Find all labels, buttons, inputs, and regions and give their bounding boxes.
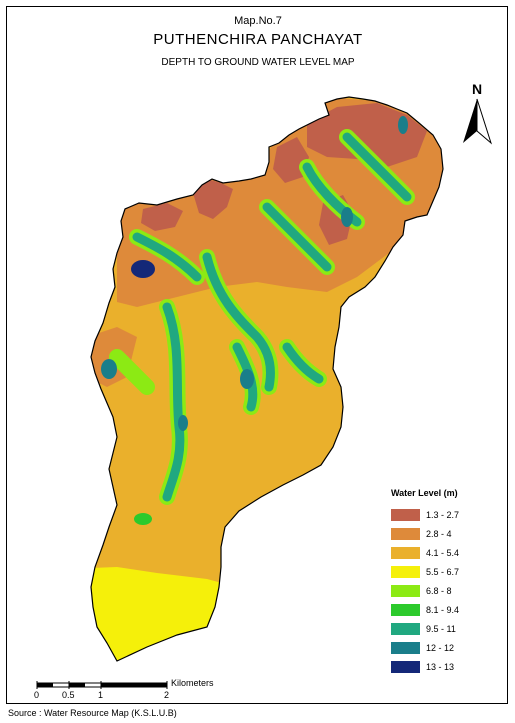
north-arrow-label: N (471, 81, 483, 97)
legend-label: 6.8 - 8 (426, 585, 452, 596)
map-zone-yellow (91, 567, 237, 661)
legend-label: 2.8 - 4 (426, 528, 452, 539)
legend-swatch (391, 622, 420, 635)
legend-label: 13 - 13 (426, 661, 455, 672)
legend-swatch (391, 641, 420, 654)
map-zone-red-2 (141, 203, 183, 231)
legend-label: 1.3 - 2.7 (426, 509, 460, 520)
map-zone-deep-7 (134, 513, 152, 525)
legend-swatch (391, 603, 420, 616)
legend-item: 13 - 13 (391, 657, 501, 676)
map-number: Map.No.7 (234, 15, 282, 27)
map-zone-deep-2 (101, 359, 117, 379)
scale-unit: Kilometers (171, 678, 214, 688)
legend-swatch (391, 565, 420, 578)
legend-swatch (391, 546, 420, 559)
legend-item: 6.8 - 8 (391, 581, 501, 600)
legend-label: 5.5 - 6.7 (426, 566, 460, 577)
legend-swatch (391, 584, 420, 597)
legend-item: 8.1 - 9.4 (391, 600, 501, 619)
panchayat-map (90, 96, 444, 662)
scale-tick-1: 1 (98, 690, 104, 700)
map-zone-deep-5 (398, 116, 408, 134)
legend-item: 1.3 - 2.7 (391, 505, 501, 524)
legend-item: 9.5 - 11 (391, 619, 501, 638)
legend-swatch (391, 508, 420, 521)
legend-swatch (391, 527, 420, 540)
map-outline (90, 96, 444, 662)
map-zone-deep-6 (178, 415, 188, 431)
legend: Water Level (m) 1.3 - 2.7 2.8 - 4 4.1 - … (391, 488, 501, 676)
map-title: PUTHENCHIRA PANCHAYAT (153, 31, 363, 48)
scale-tick-2: 2 (164, 690, 170, 700)
map-frame: Map.No.7 PUTHENCHIRA PANCHAYAT DEPTH TO … (6, 6, 508, 704)
scale-bar-graphic (36, 681, 168, 689)
legend-label: 12 - 12 (426, 642, 455, 653)
map-zone-deep-3 (240, 369, 254, 389)
legend-label: 4.1 - 5.4 (426, 547, 460, 558)
map-zone-red-4 (273, 137, 309, 183)
legend-item: 5.5 - 6.7 (391, 562, 501, 581)
map-zone-red-3 (307, 103, 427, 167)
scale-tick-0: 0 (34, 690, 40, 700)
map-zone-deep-4 (341, 207, 353, 227)
legend-label: 8.1 - 9.4 (426, 604, 460, 615)
source-note: Source : Water Resource Map (K.S.L.U.B) (8, 708, 177, 718)
north-arrow: N (459, 81, 495, 145)
map-subtitle: DEPTH TO GROUND WATER LEVEL MAP (161, 57, 355, 68)
legend-item: 2.8 - 4 (391, 524, 501, 543)
map-zone-deep-1 (131, 260, 155, 278)
scale-bar: 0 0.5 1 2 Kilometers (34, 678, 235, 711)
legend-swatch (391, 660, 420, 673)
legend-label: 9.5 - 11 (426, 623, 456, 634)
legend-item: 4.1 - 5.4 (391, 543, 501, 562)
legend-item: 12 - 12 (391, 638, 501, 657)
map-zone-red-1 (193, 179, 233, 219)
legend-title: Water Level (m) (391, 488, 458, 498)
north-arrow-icon (463, 98, 493, 145)
scale-tick-0-5: 0.5 (62, 690, 75, 700)
